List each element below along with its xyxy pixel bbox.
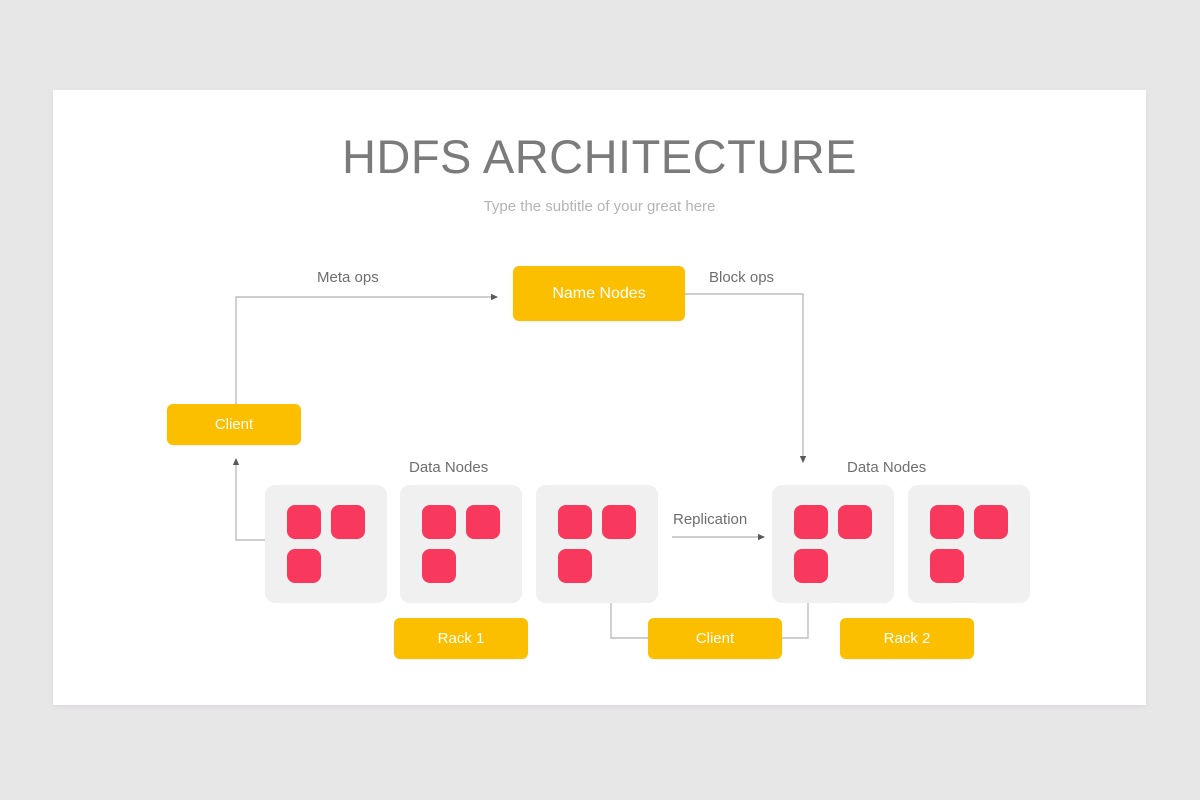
data-block-icon bbox=[287, 549, 321, 583]
node-rack-1-label[interactable]: Rack 1 bbox=[394, 618, 528, 659]
data-block-icon bbox=[331, 505, 365, 539]
data-block-icon bbox=[558, 505, 592, 539]
label-meta-ops: Meta ops bbox=[317, 269, 379, 286]
data-node-rack[interactable] bbox=[400, 485, 522, 603]
slide-canvas: HDFS ARCHITECTURE Type the subtitle of y… bbox=[53, 90, 1146, 705]
label-block-ops: Block ops bbox=[709, 269, 775, 286]
data-node-rack[interactable] bbox=[772, 485, 894, 603]
label-data-nodes-left: Data Nodes bbox=[409, 459, 489, 476]
node-rack-2-label[interactable]: Rack 2 bbox=[840, 618, 974, 659]
data-block-icon bbox=[422, 549, 456, 583]
page-subtitle: Type the subtitle of your great here bbox=[483, 198, 716, 215]
data-node-rack[interactable] bbox=[908, 485, 1030, 603]
data-node-rack[interactable] bbox=[536, 485, 658, 603]
node-client-left[interactable]: Client bbox=[167, 404, 301, 445]
data-node-rack[interactable] bbox=[265, 485, 387, 603]
data-block-icon bbox=[422, 505, 456, 539]
label-replication: Replication bbox=[673, 511, 748, 528]
data-block-icon bbox=[974, 505, 1008, 539]
data-block-icon bbox=[794, 505, 828, 539]
data-block-icon bbox=[838, 505, 872, 539]
label-data-nodes-right: Data Nodes bbox=[847, 459, 927, 476]
node-client-bottom[interactable]: Client bbox=[648, 618, 782, 659]
node-name-nodes[interactable]: Name Nodes bbox=[513, 266, 685, 321]
data-block-icon bbox=[930, 549, 964, 583]
page-title: HDFS ARCHITECTURE bbox=[341, 130, 858, 183]
data-block-icon bbox=[287, 505, 321, 539]
data-block-icon bbox=[794, 549, 828, 583]
data-block-icon bbox=[930, 505, 964, 539]
data-block-icon bbox=[466, 505, 500, 539]
data-block-icon bbox=[558, 549, 592, 583]
data-block-icon bbox=[602, 505, 636, 539]
